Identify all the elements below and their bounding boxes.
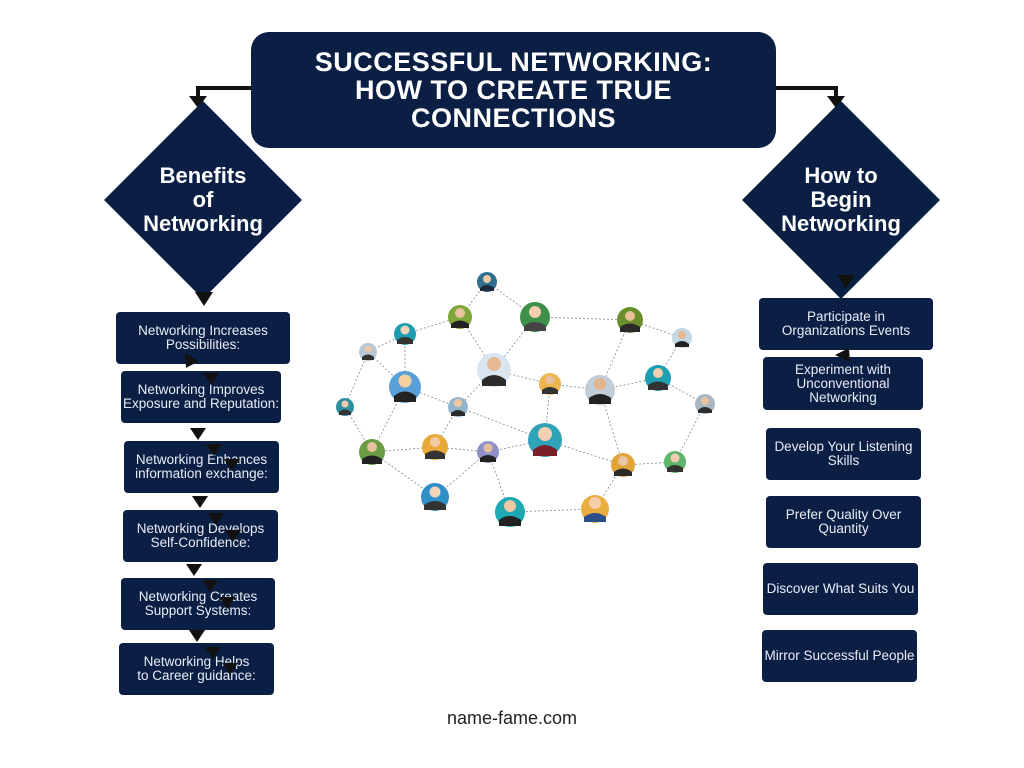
left-item-5-line-1: Networking Creates <box>138 589 258 604</box>
left-cascade-arrow-9 <box>186 564 202 576</box>
person-icon <box>645 365 671 391</box>
person-icon <box>422 434 448 460</box>
person-icon <box>389 371 421 403</box>
person-icon <box>611 453 635 477</box>
left-item-1: Networking Increases Possibilities: <box>116 312 290 364</box>
left-cascade-arrow-6 <box>192 496 208 508</box>
left-heading-line-2: of <box>192 187 214 212</box>
right-item-3-line-1: Develop Your Listening <box>774 439 913 454</box>
person-icon <box>581 495 609 523</box>
right-item-2-line-2: Unconventional <box>796 375 890 391</box>
left-item-6: Networking Helps to Career guidance: <box>119 643 274 695</box>
left-item-4-line-2: Self-Confidence: <box>150 535 251 550</box>
person-icon <box>520 302 550 332</box>
person-icon <box>448 397 468 417</box>
left-item-2: Networking Improves Exposure and Reputat… <box>121 371 281 423</box>
left-item-4-line-1: Networking Develops <box>136 521 265 536</box>
right-item-6-line-1: Mirror Successful People <box>764 648 915 663</box>
right-heading-line-2: Begin <box>810 187 872 212</box>
title-box: SUCCESSFUL NETWORKING: HOW TO CREATE TRU… <box>251 32 776 148</box>
person-icon <box>585 375 615 405</box>
left-item-3-line-1: Networking Enhances <box>135 452 268 467</box>
left-cascade-arrow-12 <box>189 630 205 642</box>
left-heading-line-1: Benefits <box>159 163 247 188</box>
right-heading-line-3: Networking <box>781 211 901 236</box>
title-line-3: CONNECTIONS <box>410 103 616 133</box>
left-item-3-line-2: information exchange: <box>135 466 268 481</box>
right-item-5-line-1: Discover What Suits You <box>766 581 915 596</box>
person-icon <box>664 451 686 473</box>
right-item-4-line-1: Prefer Quality Over <box>785 507 902 522</box>
title-line-2: HOW TO CREATE TRUE <box>355 75 672 105</box>
person-icon <box>421 483 449 511</box>
left-item-3: Networking Enhances information exchange… <box>124 441 279 493</box>
right-heading-line-1: How to <box>804 163 878 188</box>
left-connector-line <box>196 86 251 100</box>
footer-site-name: name-fame.com <box>446 708 578 728</box>
right-item-1-line-1: Participate in <box>806 309 886 324</box>
right-item-1-line-2: Organizations Events <box>781 323 911 338</box>
left-item-2-line-1: Networking Improves <box>137 382 265 397</box>
left-item-6-line-2: to Career guidance: <box>137 668 256 683</box>
left-item-5: Networking Creates Support Systems: <box>121 578 275 630</box>
right-item-4-line-2: Quantity <box>818 521 869 536</box>
right-item-1: Participate in Organizations Events <box>759 298 933 350</box>
network-illustration <box>336 272 715 527</box>
left-item-2-line-2: Exposure and Reputation: <box>122 396 280 411</box>
right-item-2-line-1: Experiment with <box>794 361 892 377</box>
person-icon <box>539 373 561 395</box>
right-connector-line <box>776 86 838 100</box>
network-nodes <box>336 272 715 527</box>
person-icon <box>477 353 511 387</box>
left-cascade-arrow-3 <box>190 428 206 440</box>
left-item-5-line-2: Support Systems: <box>144 603 252 618</box>
right-item-3: Develop Your Listening Skills <box>766 428 921 480</box>
person-icon <box>617 307 643 333</box>
person-icon <box>528 423 562 457</box>
person-icon <box>695 394 715 414</box>
right-item-3-line-2: Skills <box>827 453 860 468</box>
person-icon <box>394 323 416 345</box>
person-icon <box>477 272 497 292</box>
right-item-4: Prefer Quality Over Quantity <box>766 496 921 548</box>
right-item-2-line-3: Networking <box>809 389 877 405</box>
right-item-6: Mirror Successful People <box>762 630 917 682</box>
person-icon <box>477 441 499 463</box>
left-item-4: Networking Develops Self-Confidence: <box>123 510 278 562</box>
person-icon <box>495 497 525 527</box>
right-heading: How to Begin Networking <box>758 140 924 260</box>
left-heading-line-3: Networking <box>143 211 263 236</box>
person-icon <box>336 398 354 416</box>
right-item-5: Discover What Suits You <box>763 563 918 615</box>
left-item-1-line-2: Possibilities: <box>165 337 241 352</box>
title-line-1: SUCCESSFUL NETWORKING: <box>314 47 713 77</box>
left-heading: Benefits of Networking <box>120 140 286 260</box>
person-icon <box>448 305 472 329</box>
person-icon <box>359 439 385 465</box>
left-item-6-line-1: Networking Helps <box>143 654 250 669</box>
person-icon <box>359 343 377 361</box>
person-icon <box>672 328 692 348</box>
right-item-2: Experiment with Unconventional Networkin… <box>763 357 923 410</box>
left-item-1-line-1: Networking Increases <box>138 323 268 338</box>
